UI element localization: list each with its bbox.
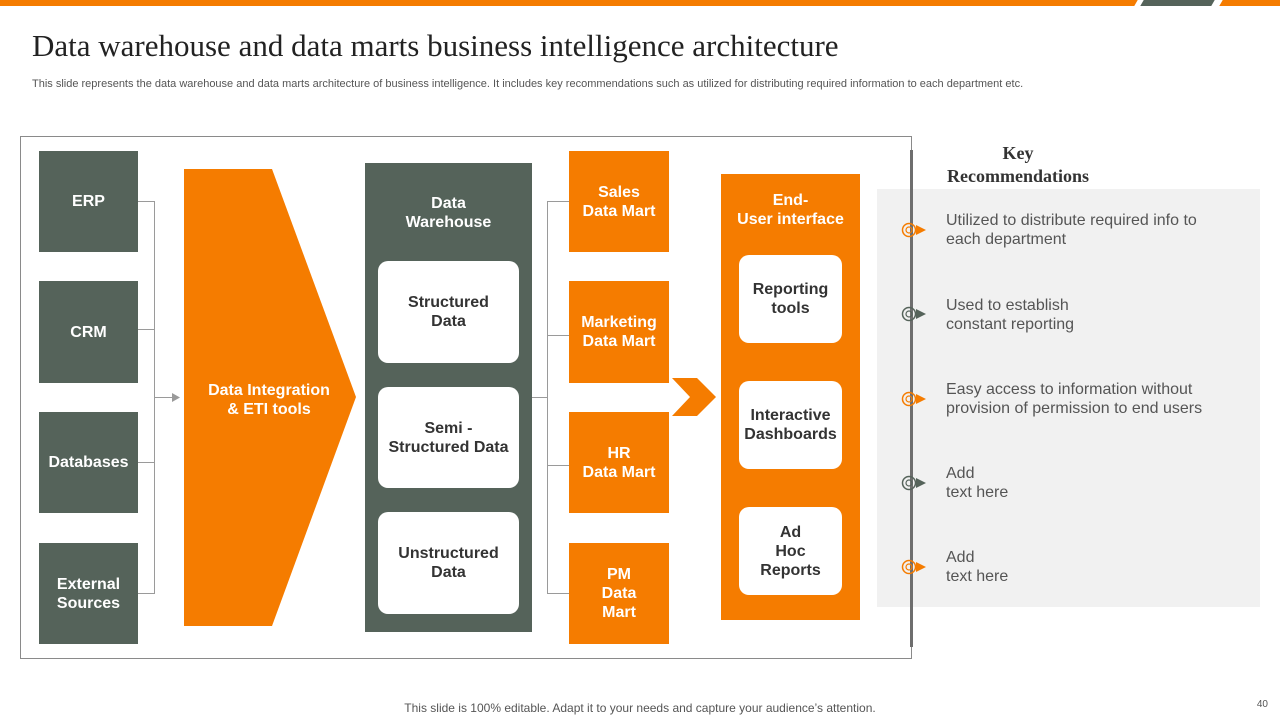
target-bullet-icon bbox=[901, 306, 926, 322]
data-mart-marketing: Marketing Data Mart bbox=[569, 281, 669, 383]
connector-to-integration bbox=[155, 397, 177, 398]
accent-bar-dark-segment bbox=[1140, 0, 1216, 6]
recommendation-text: Add text here bbox=[946, 549, 1009, 585]
connector-warehouse-out bbox=[532, 397, 547, 398]
connector-arrowhead-icon bbox=[172, 393, 180, 402]
key-recommendations-title: Key Recommendations bbox=[947, 143, 1089, 186]
recommendation-text: Easy access to information without provi… bbox=[946, 381, 1203, 417]
slide-title: Data warehouse and data marts business i… bbox=[32, 28, 839, 63]
accent-bar-gap bbox=[1211, 0, 1223, 6]
target-bullet-icon bbox=[901, 222, 926, 238]
recommendation-text: Utilized to distribute required info to … bbox=[946, 212, 1197, 248]
connector-hr bbox=[547, 465, 569, 466]
data-mart-hr: HR Data Mart bbox=[569, 412, 669, 513]
end-user-item-adhoc: Ad Hoc Reports bbox=[739, 507, 842, 595]
warehouse-item-structured: Structured Data bbox=[378, 261, 519, 363]
target-bullet-icon bbox=[901, 391, 926, 407]
sources-bracket-connector bbox=[138, 201, 155, 594]
data-warehouse-title: Data Warehouse bbox=[405, 195, 492, 231]
top-accent-bar bbox=[0, 0, 1280, 6]
end-user-title: End- User interface bbox=[737, 192, 844, 228]
end-user-item-dashboards: Interactive Dashboards bbox=[739, 381, 842, 469]
connector-marketing bbox=[547, 335, 569, 336]
recommendation-text: Add text here bbox=[946, 465, 1009, 501]
recommendation-text: Used to establish constant reporting bbox=[946, 297, 1075, 333]
slide-subtitle: This slide represents the data warehouse… bbox=[32, 78, 1024, 90]
key-recommendations-panel bbox=[877, 189, 1260, 607]
data-mart-pm: PM Data Mart bbox=[569, 543, 669, 644]
page-number: 40 bbox=[1256, 699, 1268, 710]
integration-arrow-shape bbox=[184, 169, 356, 626]
target-bullet-icon bbox=[901, 475, 926, 491]
source-crm: CRM bbox=[39, 281, 138, 383]
chevron-right-icon bbox=[672, 378, 716, 416]
warehouse-item-semi-structured: Semi - Structured Data bbox=[378, 387, 519, 488]
end-user-item-reporting: Reporting tools bbox=[739, 255, 842, 343]
source-external: External Sources bbox=[39, 543, 138, 644]
data-mart-sales: Sales Data Mart bbox=[569, 151, 669, 252]
source-databases: Databases bbox=[39, 412, 138, 513]
marts-bracket-connector bbox=[547, 201, 569, 594]
connector-databases bbox=[138, 462, 155, 463]
target-bullet-icon bbox=[901, 559, 926, 575]
integration-label: Data Integration & ETI tools bbox=[208, 382, 330, 418]
warehouse-item-unstructured: Unstructured Data bbox=[378, 512, 519, 614]
slide-footer: This slide is 100% editable. Adapt it to… bbox=[404, 701, 876, 715]
connector-crm bbox=[138, 329, 155, 330]
source-erp: ERP bbox=[39, 151, 138, 252]
